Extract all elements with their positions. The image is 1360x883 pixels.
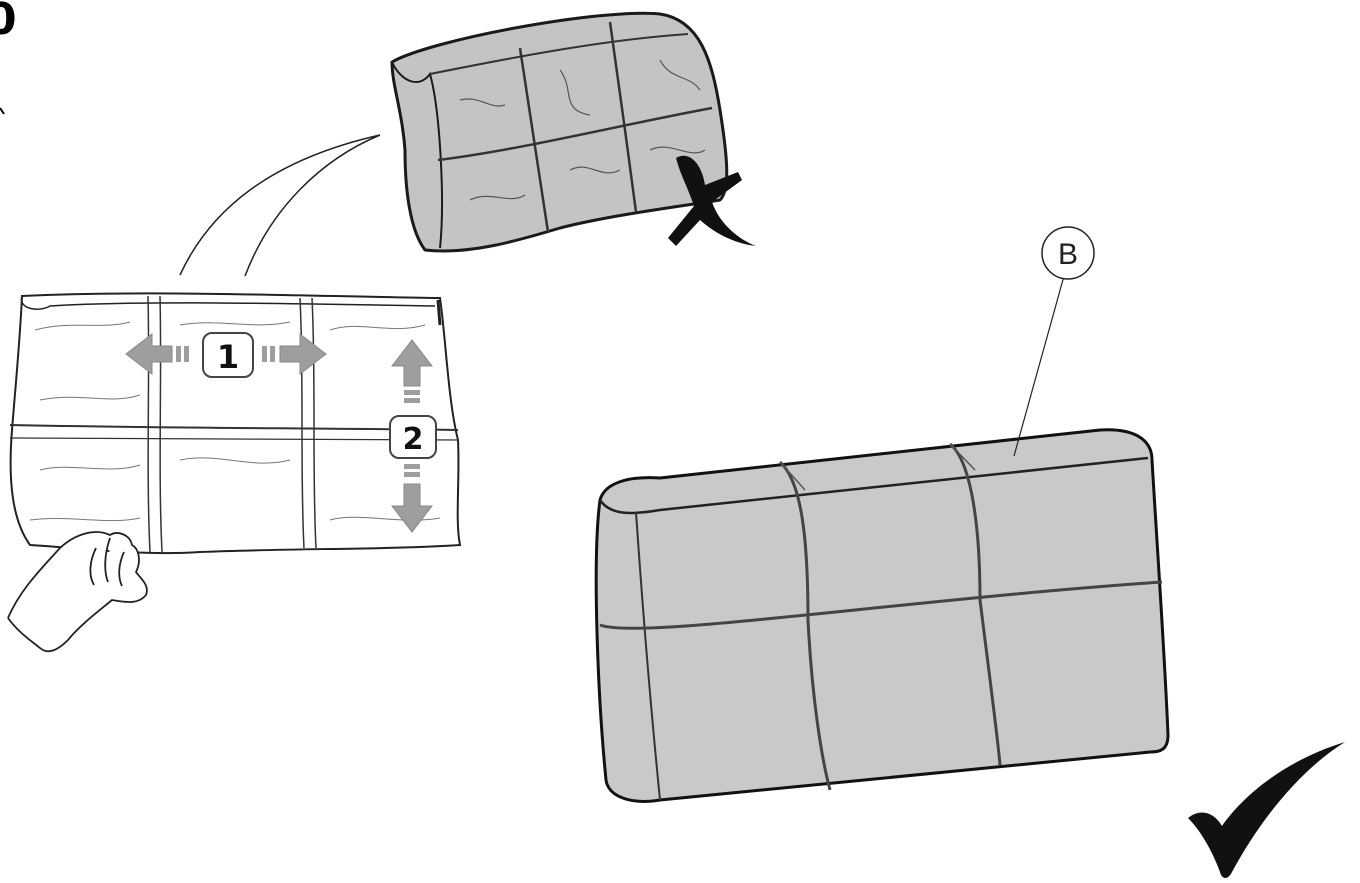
- callout-leader-line: [1013, 275, 1065, 457]
- incorrect-cushion-side: [391, 61, 443, 249]
- incorrect-cushion-seam: [429, 33, 689, 75]
- step-2-badge: [389, 415, 437, 459]
- incorrect-cushion: [390, 11, 729, 253]
- correct-cushion-body: [594, 428, 1170, 803]
- checkmark-icon: [1188, 742, 1345, 878]
- dash-mark: [404, 464, 420, 469]
- incorrect-cushion-seam: [608, 21, 638, 213]
- flow-arrow: [179, 134, 381, 277]
- cross-icon: [668, 155, 756, 246]
- step-1-label: 1: [217, 338, 239, 376]
- dash-mark: [404, 472, 420, 477]
- callout-label: B: [1058, 238, 1078, 271]
- callout-circle: [1041, 226, 1095, 280]
- flat-cushion-wrinkle: [29, 321, 441, 522]
- arrow-right-icon: [279, 332, 327, 376]
- flat-cushion-zipper: [436, 299, 442, 326]
- correct-cushion-side-edge: [635, 511, 661, 801]
- incorrect-cushion-body: [390, 11, 729, 253]
- step-2-label: 2: [403, 422, 424, 457]
- flat-cushion-seam: [299, 297, 317, 549]
- incorrect-cushion-seam: [437, 106, 713, 162]
- dash-mark: [262, 346, 267, 362]
- dash-mark: [184, 346, 189, 362]
- step-2-indicator: 2: [389, 339, 437, 533]
- correct-cushion-top-seam: [779, 443, 976, 491]
- arrow-left-icon: [125, 332, 173, 376]
- flat-cushion-seam: [147, 295, 163, 553]
- correct-cushion-seam: [778, 460, 832, 791]
- correct-cushion-seam: [599, 580, 1163, 630]
- callout-b: B: [1013, 226, 1095, 457]
- incorrect-cushion-wrinkle: [459, 59, 706, 201]
- arrow-up-icon: [390, 339, 434, 387]
- correct-cushion-seam: [948, 442, 1002, 766]
- step-1-badge: [202, 332, 254, 378]
- flat-cushion-top-seam: [20, 295, 436, 310]
- dash-mark: [404, 398, 420, 403]
- flat-cushion-outline: [9, 292, 462, 555]
- arrow-down-icon: [390, 483, 434, 533]
- step-number: 0: [0, 0, 17, 45]
- incorrect-cushion-seam: [518, 47, 550, 233]
- hand-icon: [7, 531, 148, 653]
- dash-mark: [270, 346, 275, 362]
- dash-mark: [404, 390, 420, 395]
- edge-mark: [0, 107, 5, 115]
- correct-cushion: [594, 428, 1170, 803]
- step-1-indicator: 1: [125, 332, 327, 378]
- dash-mark: [176, 346, 181, 362]
- correct-cushion-top-edge: [598, 456, 1149, 515]
